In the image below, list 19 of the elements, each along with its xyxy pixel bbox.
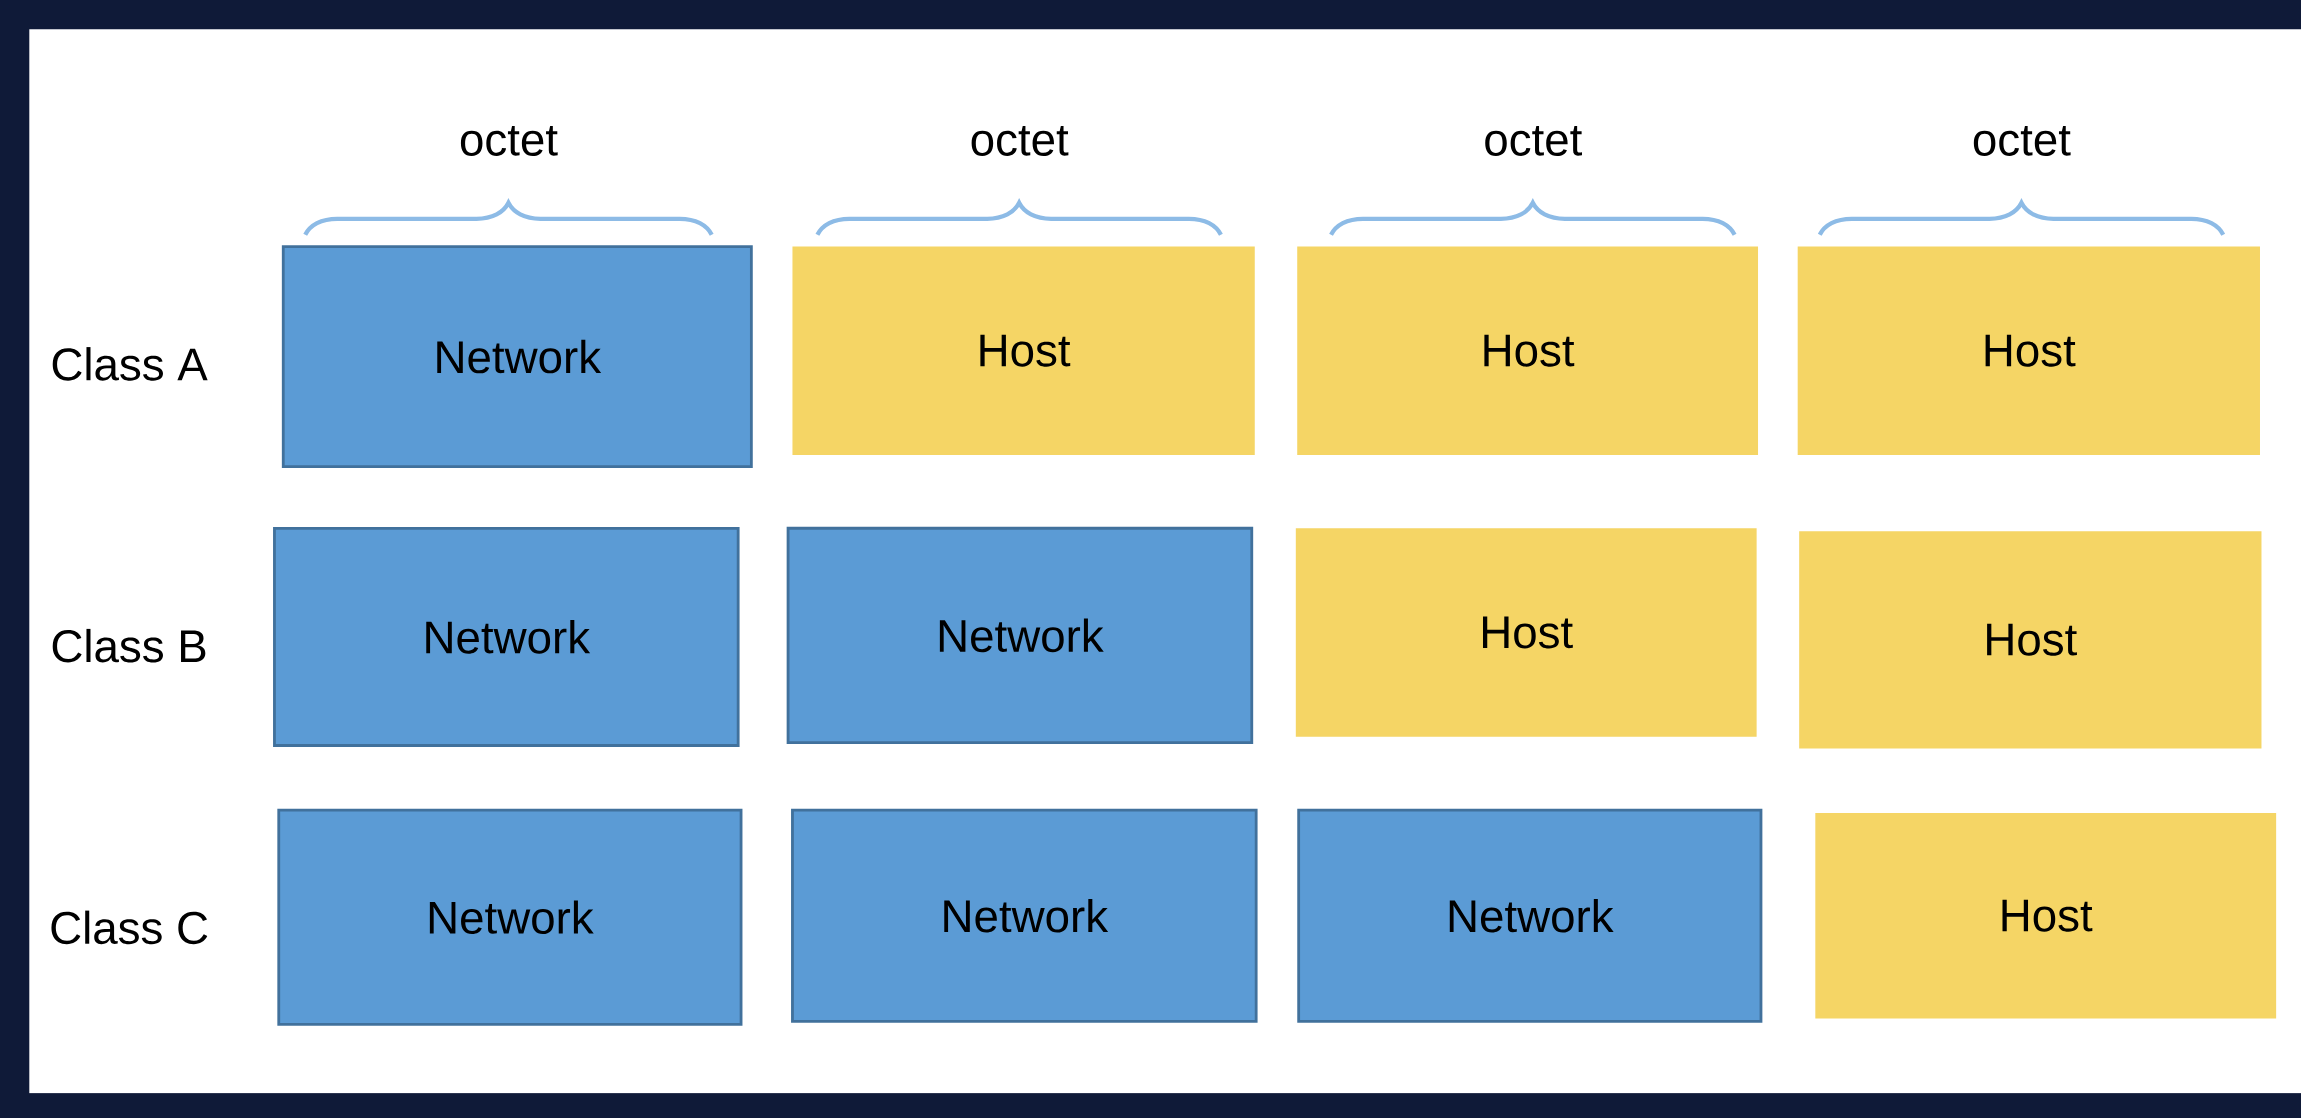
host-box: Host	[792, 246, 1255, 455]
class-label: Class C	[51, 910, 208, 945]
host-box: Host	[1799, 531, 2262, 749]
octet-label: octet	[460, 125, 558, 156]
network-box: Network	[1297, 808, 1763, 1023]
network-box: Network	[281, 245, 753, 468]
network-box: Network	[791, 808, 1258, 1023]
host-box: Host	[1295, 528, 1757, 737]
host-box: Host	[1297, 246, 1758, 455]
class-label: Class B	[52, 628, 206, 663]
host-box: Host	[1815, 812, 2277, 1019]
host-box: Host	[1797, 246, 2260, 455]
octet-label: octet	[1973, 125, 2071, 156]
network-box: Network	[273, 526, 740, 747]
class-label: Class A	[52, 347, 208, 381]
octet-label: octet	[1485, 125, 1582, 156]
network-box: Network	[277, 808, 743, 1026]
network-box: Network	[786, 526, 1254, 744]
octet-label: octet	[971, 125, 1069, 156]
